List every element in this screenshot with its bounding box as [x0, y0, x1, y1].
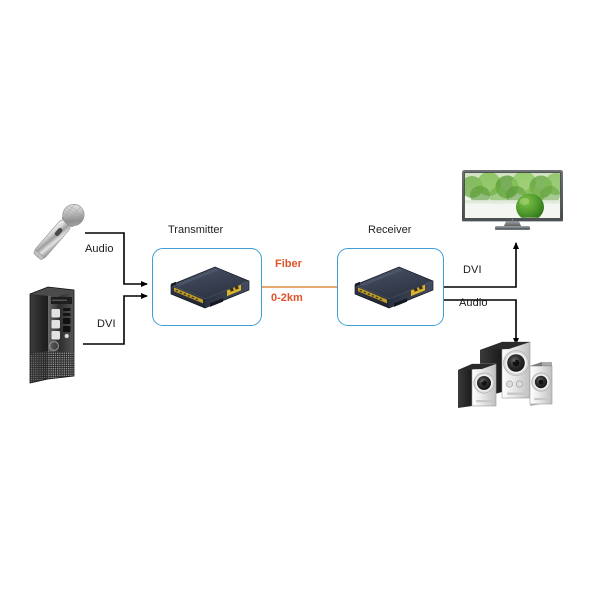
transmitter-device-icon — [163, 259, 253, 317]
transmitter-title: Transmitter — [168, 224, 224, 236]
line-receiver-to-tv — [443, 242, 519, 288]
desktop-computer-icon — [28, 284, 84, 384]
label-input-audio: Audio — [85, 243, 114, 255]
label-input-dvi: DVI — [97, 318, 116, 330]
label-distance: 0-2km — [271, 292, 303, 304]
microphone-icon — [26, 196, 88, 272]
speaker-system-icon — [456, 336, 554, 408]
receiver-device-icon — [347, 259, 437, 317]
receiver-title: Receiver — [368, 224, 412, 236]
line-mic-to-transmitter — [85, 232, 148, 287]
label-output-dvi: DVI — [463, 264, 482, 276]
television-icon — [462, 170, 563, 232]
label-output-audio: Audio — [459, 297, 488, 309]
line-pc-to-transmitter — [83, 293, 148, 345]
label-fiber: Fiber — [275, 258, 302, 270]
line-receiver-to-speakers — [443, 299, 519, 345]
